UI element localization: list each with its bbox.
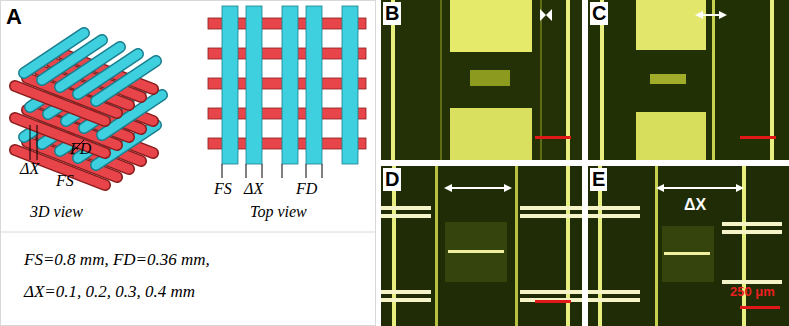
- dimension-label: FD: [296, 180, 317, 198]
- panel-letter: E: [590, 168, 607, 191]
- dimension-label: FS: [56, 172, 74, 190]
- panel-letter: A: [6, 4, 22, 30]
- dimension-label: ΔX: [244, 180, 263, 198]
- dimension-label: ΔX: [20, 160, 39, 178]
- micrograph-d: [381, 166, 582, 326]
- view-label: Top view: [250, 203, 307, 221]
- dimension-label: FD: [70, 140, 91, 158]
- dimension-label: FS: [214, 180, 232, 198]
- panel-frame: [1, 1, 376, 326]
- dimension-label: ΔX: [684, 196, 706, 214]
- scale-bar-label: 250 μm: [730, 284, 775, 299]
- scaffold-top-view: [208, 6, 366, 164]
- leader-lines: [222, 164, 322, 178]
- parameter-note: ΔX=0.1, 0.2, 0.3, 0.4 mm: [24, 282, 195, 302]
- panel-divider: [0, 232, 375, 233]
- parameter-note: FS=0.8 mm, FD=0.36 mm,: [24, 250, 210, 270]
- view-label: 3D view: [30, 203, 83, 221]
- panel-letter: B: [383, 2, 401, 25]
- panel-letter: C: [590, 2, 608, 25]
- micrograph-c: [588, 0, 789, 160]
- scaffold-3d: [15, 33, 162, 185]
- panel-letter: D: [383, 168, 401, 191]
- micrograph-b: [381, 0, 582, 160]
- micrograph-e: [588, 166, 789, 326]
